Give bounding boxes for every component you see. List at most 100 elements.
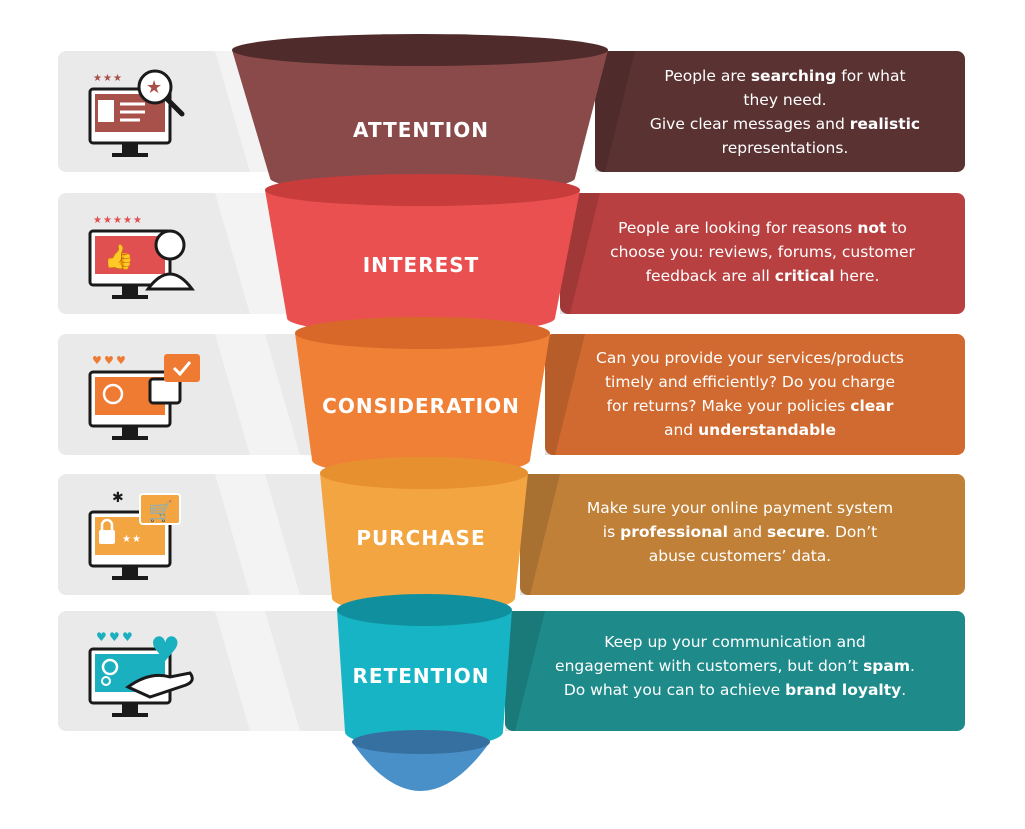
description-emphasis: secure — [766, 523, 826, 541]
monitor-stand — [122, 285, 138, 295]
description-line: People are searching for what — [605, 64, 965, 88]
stage-row-retention — [58, 611, 965, 731]
heart-icon: ♥ — [109, 630, 120, 644]
stage-description-panel — [595, 51, 965, 172]
description-text: engagement with customers, but don’t — [555, 657, 864, 675]
monitor-base — [112, 153, 148, 157]
description-text: and — [727, 523, 767, 541]
star-icon: ★ — [113, 215, 122, 226]
monitor-stand — [122, 426, 138, 436]
funnel-bottom-cap — [352, 730, 490, 791]
sparkle-icon: ✱ — [112, 490, 124, 506]
description-emphasis: brand loyalty — [785, 681, 902, 699]
monitor-screen — [95, 236, 165, 274]
star-icon: ★ — [133, 215, 142, 226]
gear-small-icon — [101, 676, 111, 686]
description-line: Can you provide your services/products — [555, 346, 945, 370]
heart-icon: ♥ — [122, 630, 133, 644]
cart-icon: 🛒 — [148, 499, 173, 523]
funnel-segment-rim — [337, 594, 512, 626]
stage-left-panel-shade — [215, 611, 300, 731]
description-text: for returns? Make your policies — [606, 397, 851, 415]
stage-description-panel-shade — [505, 611, 545, 731]
cart-card-icon — [139, 493, 181, 525]
stage-label-interest: INTEREST — [362, 253, 480, 277]
description-text: . — [910, 657, 915, 675]
funnel-segment-purchase — [320, 457, 528, 614]
description-text: for what — [836, 67, 906, 85]
chat-bubble-check-icon — [164, 354, 200, 382]
star-icon: ★ — [123, 215, 132, 226]
monitor-base — [112, 713, 148, 717]
monitor-stand — [122, 703, 138, 713]
star-icon: ★ — [113, 73, 122, 84]
description-text: timely and efficiently? Do you charge — [604, 373, 895, 391]
thumbs-up-icon: 👍 — [104, 243, 134, 271]
description-line: representations. — [605, 136, 965, 160]
heart-icon: ♥ — [96, 630, 107, 644]
star-icon: ★ — [132, 534, 141, 545]
stage-description-panel — [545, 334, 965, 455]
big-heart-icon: ♥ — [150, 630, 180, 670]
user-head-icon — [154, 229, 186, 261]
description-emphasis: spam — [863, 657, 910, 675]
description-text: here. — [834, 267, 880, 285]
heart-icon: ♥ — [104, 354, 114, 367]
monitor-cart-lock-icon: 🛒 ★★ ✱ — [88, 490, 181, 580]
funnel-cap-rim — [352, 730, 490, 754]
heart-icon: ♥ — [92, 354, 102, 367]
star-icon: ★ — [122, 534, 131, 545]
description-text: choose you: reviews, forums, customer — [610, 243, 915, 261]
funnel-segment-rim — [265, 174, 580, 206]
lock-shackle-icon — [100, 518, 114, 530]
stage-description-interest: People are looking for reasons not to cho… — [575, 216, 950, 288]
description-line: timely and efficiently? Do you charge — [555, 370, 945, 394]
monitor-stand — [122, 566, 138, 576]
description-line: is professional and secure. Don’t — [540, 520, 940, 544]
description-text: . Don’t — [825, 523, 878, 541]
star-icon: ★ — [146, 77, 162, 98]
description-line: Do what you can to achieve brand loyalty… — [515, 678, 955, 702]
funnel-segment-attention — [232, 34, 608, 194]
description-text: feedback are all — [645, 267, 775, 285]
monitor-heart-hand-icon: ♥♥♥♥ — [88, 630, 194, 717]
stage-description-panel — [505, 611, 965, 731]
description-emphasis: realistic — [849, 115, 921, 133]
magnifier-handle — [164, 96, 185, 117]
description-line: People are looking for reasons not to — [575, 216, 950, 240]
description-line: Make sure your online payment system — [540, 496, 940, 520]
funnel-cap-body — [352, 742, 490, 791]
description-emphasis: understandable — [698, 421, 837, 439]
document-icon — [98, 100, 114, 122]
monitor-base — [112, 436, 148, 440]
stage-description-panel-shade — [545, 334, 585, 455]
user-body-icon — [145, 272, 195, 291]
description-text: Keep up your communication and — [604, 633, 866, 651]
star-icon: ★ — [93, 215, 102, 226]
funnel-segment-body — [295, 333, 550, 476]
description-text: is — [602, 523, 621, 541]
description-text: to — [886, 219, 907, 237]
description-line: Keep up your communication and — [515, 630, 955, 654]
stage-description-consideration: Can you provide your services/products ti… — [555, 346, 945, 442]
funnel-segment-body — [337, 610, 512, 748]
description-line: feedback are all critical here. — [575, 264, 950, 288]
description-emphasis: clear — [850, 397, 894, 415]
funnel-segment-rim — [232, 34, 608, 66]
description-text: and — [663, 421, 699, 439]
description-line: for returns? Make your policies clear — [555, 394, 945, 418]
stage-label-purchase: PURCHASE — [356, 526, 486, 550]
funnel-segment-interest — [265, 174, 580, 334]
lock-icon — [99, 530, 115, 544]
stage-left-panel-shade — [215, 334, 300, 455]
stage-description-panel — [560, 193, 965, 314]
stage-description-retention: Keep up your communication and engagement… — [515, 630, 955, 702]
description-text: People are — [664, 67, 751, 85]
description-text: Make sure your online payment system — [586, 499, 894, 517]
description-emphasis: searching — [750, 67, 837, 85]
monitor-base — [112, 576, 148, 580]
monitor-search-star-icon: ★★★★ — [88, 69, 185, 157]
monitor-stand — [122, 143, 138, 153]
stage-label-consideration: CONSIDERATION — [322, 394, 520, 418]
